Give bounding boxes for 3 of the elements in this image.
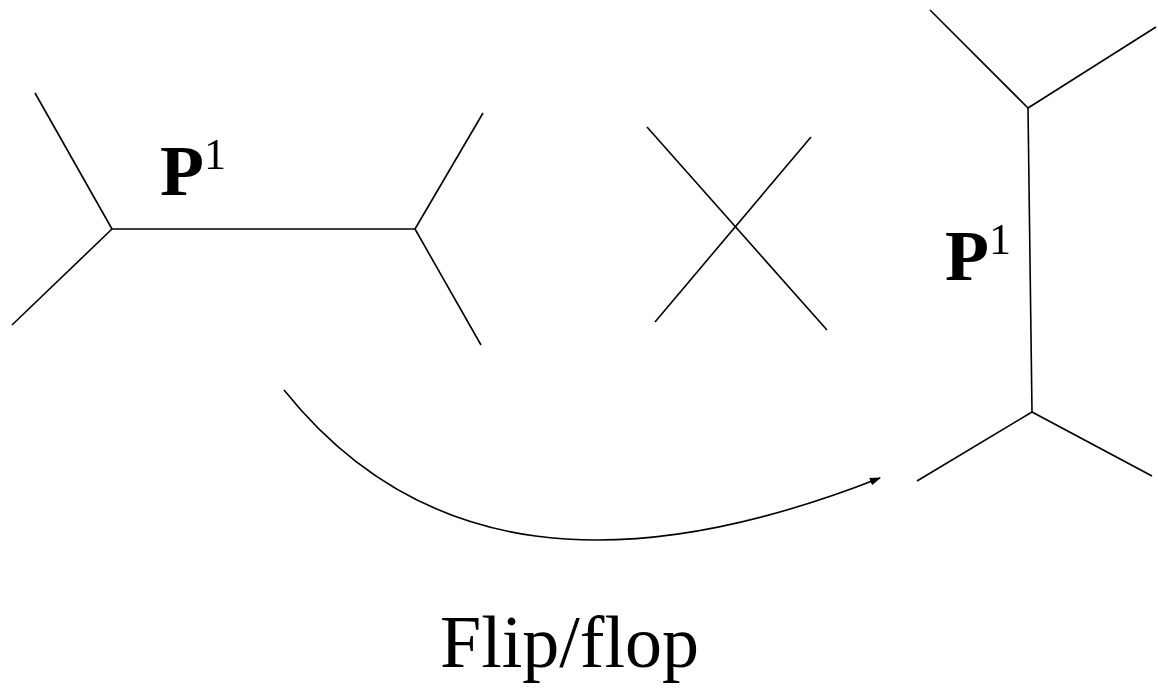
curve-label: P$^{1}$ bbox=[160, 135, 226, 207]
curve-label: P$^{1}$ bbox=[945, 220, 1011, 292]
curved-arrow bbox=[283, 389, 882, 541]
